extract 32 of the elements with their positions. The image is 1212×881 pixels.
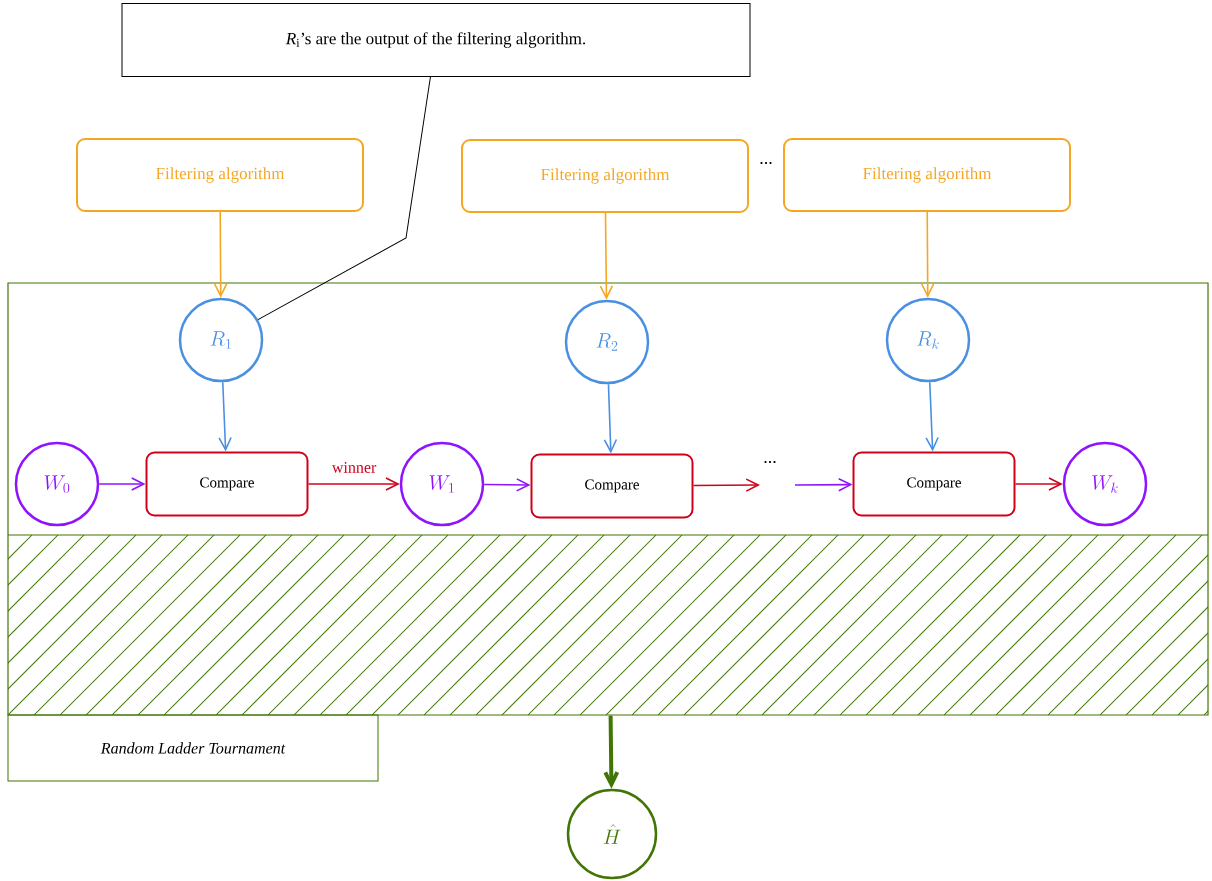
ellipsis: ... — [760, 161, 772, 165]
process-box: Filtering algorithm — [76, 138, 364, 212]
arrow — [483, 478, 531, 492]
arrow — [213, 211, 228, 298]
arrow — [1014, 477, 1063, 491]
arrow — [925, 381, 939, 452]
arrow — [307, 477, 400, 491]
ellipsis: ... — [764, 460, 776, 464]
frame-label: Random Ladder Tournament — [7, 714, 379, 782]
compare-box: Compare — [145, 451, 309, 517]
process-box: Filtering algorithm — [461, 139, 749, 213]
circle-node: $R_1$ — [178, 297, 264, 383]
callout-box: R$_{i}$’s are the output of the filtering algorithm. — [121, 3, 751, 77]
arrow — [692, 478, 760, 492]
circle-node: $W_0$ — [14, 441, 100, 527]
circle-node: $\hat{H}$ — [566, 788, 658, 880]
circle-node: $W_1$ — [399, 441, 485, 527]
arrow — [599, 212, 614, 300]
compare-box: Compare — [852, 451, 1016, 517]
compare-box: Compare — [530, 453, 694, 519]
edge-label: winner — [330, 461, 378, 474]
arrow — [603, 383, 618, 454]
arrow — [218, 381, 232, 452]
arrow — [794, 477, 853, 492]
circle-node: $R_k$ — [885, 297, 971, 383]
leader-line — [257, 76, 431, 321]
circle-node: $R_2$ — [564, 299, 650, 385]
process-box: Filtering algorithm — [783, 138, 1071, 212]
circle-node: $W_k$ — [1062, 441, 1148, 527]
arrow — [98, 477, 146, 491]
arrow — [920, 211, 935, 298]
arrow — [603, 715, 620, 789]
